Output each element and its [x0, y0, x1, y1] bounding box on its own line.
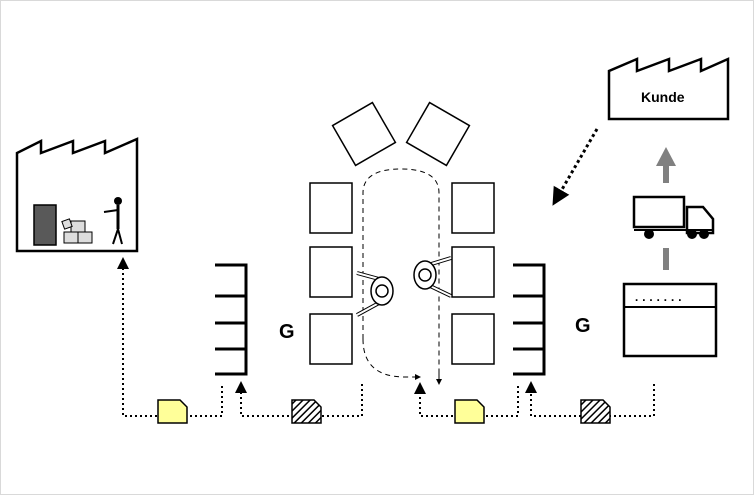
production-kanban-icon — [291, 399, 322, 424]
workstation-box — [405, 101, 471, 167]
schedule-text: ....... — [633, 291, 683, 305]
workstation-box — [309, 182, 353, 234]
truck-icon — [632, 195, 715, 239]
supermarket-cycle-symbol: G — [279, 321, 295, 343]
workstation-box — [451, 246, 495, 298]
supplier-factory-icon — [15, 137, 139, 253]
production-kanban-loop — [525, 381, 655, 417]
operator-icon — [356, 271, 394, 317]
customer-factory-icon: Kunde — [607, 57, 730, 121]
production-kanban-loop — [235, 381, 363, 417]
production-kanban-icon — [580, 399, 611, 424]
workstation-box — [331, 101, 397, 167]
workstation-box — [309, 313, 353, 365]
operator-icon — [413, 256, 452, 298]
production-control-box: ....... — [622, 282, 718, 358]
supermarket-icon — [215, 263, 248, 376]
withdrawal-kanban-icon — [454, 399, 485, 424]
workstation-box — [451, 182, 495, 234]
withdrawal-kanban-icon — [157, 399, 188, 424]
worker-icon — [103, 197, 123, 245]
information-flow-arrow — [552, 128, 599, 206]
operator-path — [362, 168, 440, 381]
customer-label: Kunde — [641, 89, 685, 105]
withdrawal-kanban-loop — [414, 382, 519, 417]
supermarket-icon — [513, 263, 546, 376]
workstation-box — [309, 246, 353, 298]
shipment-arrow-icon — [656, 147, 676, 270]
workstation-box — [451, 313, 495, 365]
supermarket-cycle-symbol: G — [575, 315, 591, 337]
withdrawal-kanban-loop — [117, 257, 223, 417]
